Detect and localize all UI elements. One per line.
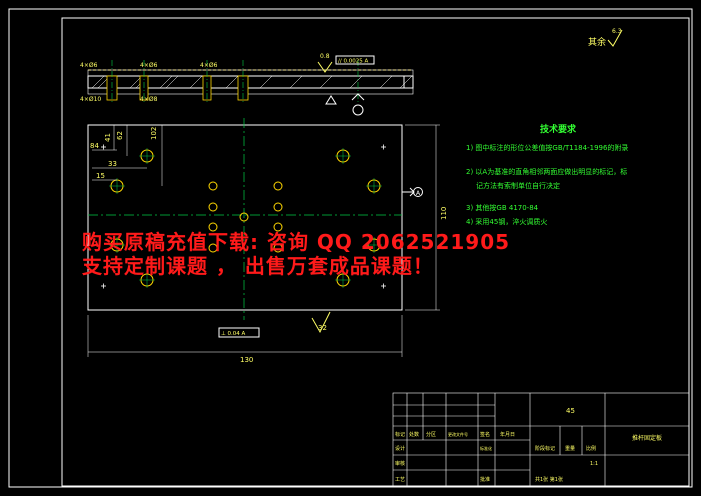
title-block: [392, 392, 690, 487]
tb-standard: 标准化: [480, 445, 492, 451]
plate-outline: [87, 124, 403, 311]
tech-item-1: 1) 图中标注的形位公差值按GB/T1184-1996的附录: [466, 143, 628, 152]
tb-stage: 阶段标记: [535, 445, 555, 452]
technical-requirements: 技术要求 1) 图中标注的形位公差值按GB/T1184-1996的附录 2) 以…: [466, 123, 628, 226]
title-block-text: 45 推杆固定板 标记 处数 分区 更改文件号 签名 年月日 设计 审核 工艺 …: [395, 407, 662, 483]
flatness-text: ⊥ 0.04 A: [221, 331, 246, 337]
watermark-line-2: 支持定制课题 ， 出售万套成品课题！: [82, 254, 434, 278]
tb-scale-value: 1:1: [590, 461, 598, 467]
tech-item-5: 4) 采用45钢，淬火调质火: [466, 217, 547, 226]
dim-width: 130: [240, 356, 253, 364]
tb-h3: 更改文件号: [448, 431, 468, 437]
tb-material: 45: [566, 407, 575, 415]
tech-title: 技术要求: [540, 123, 577, 135]
dimension-lines: [87, 124, 440, 357]
tb-row-design: 设计: [395, 445, 405, 452]
side-view: 4×Ø6 4×Ø6 4×Ø6 4×Ø10 4×Ø8 // 0.0025 A 0.…: [80, 53, 414, 116]
dim-62: 62: [116, 131, 124, 140]
tb-h5: 年月日: [500, 431, 515, 438]
tb-approve: 批准: [480, 476, 490, 483]
dim-33: 33: [108, 160, 117, 168]
tb-h4: 签名: [480, 431, 490, 438]
flatness-frame: [218, 327, 260, 338]
side-view-outline: [87, 75, 414, 89]
tech-item-3: 记方法有索制单位自行决定: [476, 181, 560, 190]
tb-h2: 分区: [426, 431, 436, 438]
dim-hole-a: 4×Ø6: [80, 62, 98, 69]
tolerance-frame: [335, 55, 375, 65]
tb-sheets: 共1张 第1张: [535, 476, 563, 483]
dim-41: 41: [104, 133, 112, 142]
tb-h1: 处数: [409, 431, 419, 438]
front-view: 130 110 102 62 33 15 84 41 ⊥ 0.04 A 32 A: [87, 118, 448, 364]
hole-centers: [109, 148, 382, 288]
dim-hole-c: 4×Ø6: [200, 62, 218, 69]
dim-hole-10: 4×Ø10: [80, 96, 101, 103]
dim-102: 102: [150, 127, 158, 140]
tech-item-2: 2) 以A为基准的直角相邻两面应做出明显的标记，标: [466, 167, 627, 176]
inner-border: [61, 17, 690, 487]
ra-top: 0.8: [320, 53, 330, 60]
datum-triangle: [325, 95, 337, 105]
tb-scale: 比例: [586, 445, 596, 452]
small-holes: [101, 144, 386, 289]
tech-item-4: 3) 其他按GB 4170-84: [466, 203, 539, 212]
outer-border: [8, 8, 693, 488]
dim-hole-b: 4×Ø6: [140, 62, 158, 69]
roughness-symbol: 其余 6.3: [588, 28, 623, 48]
datum-letter: A: [416, 190, 421, 197]
watermark-line-1: 购买原稿充值下载: 咨询 QQ 2062521905: [82, 230, 511, 254]
tolerance-text: // 0.0025 A: [338, 59, 368, 65]
tb-row-process: 工艺: [395, 477, 405, 483]
dim-84: 84: [90, 142, 99, 150]
dim-15: 15: [96, 172, 105, 180]
tb-weight: 重量: [565, 445, 575, 452]
tb-h0: 标记: [395, 431, 405, 438]
tb-row-review: 审核: [395, 460, 405, 467]
tb-part-name: 推杆固定板: [632, 434, 662, 442]
ra-side: 32: [318, 324, 327, 332]
dim-hole-8: 4×Ø8: [140, 96, 158, 103]
datum-marker: A: [402, 187, 423, 197]
dim-height: 110: [440, 207, 448, 220]
roughness-label: 其余: [588, 36, 606, 48]
roughness-value: 6.3: [612, 28, 622, 35]
